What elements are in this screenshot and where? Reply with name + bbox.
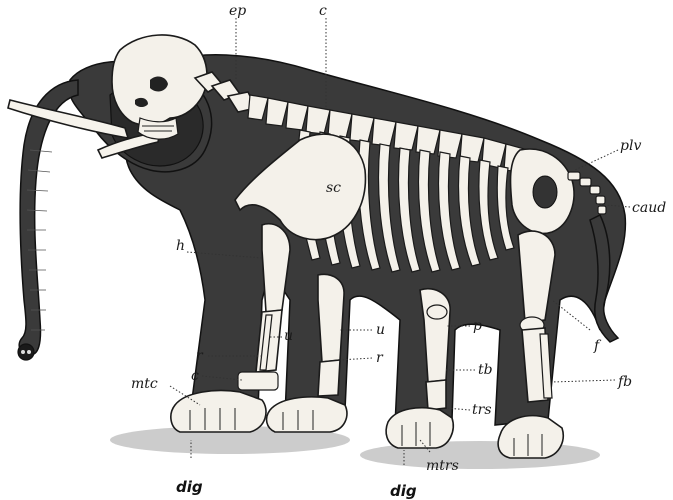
label-sc: sc — [326, 180, 341, 196]
label-trs: trs — [472, 402, 492, 418]
label-fb: fb — [617, 374, 632, 390]
label-caud: caud — [632, 200, 666, 216]
label-r-far: r — [376, 350, 384, 366]
label-u-far: u — [376, 322, 385, 338]
label-mtrs: mtrs — [426, 458, 459, 474]
label-mtc: mtc — [131, 376, 158, 392]
label-ep: ep — [229, 3, 246, 19]
label-f: f — [593, 338, 602, 354]
label-plv: plv — [620, 138, 641, 154]
label-c-cervical: c — [319, 3, 327, 19]
label-u-near: u — [284, 328, 293, 344]
label-h: h — [176, 238, 185, 254]
label-tb: tb — [478, 362, 493, 378]
label-c-carpus: c — [191, 368, 199, 384]
label-dig-front: dig — [176, 478, 203, 496]
label-p: p — [473, 318, 482, 334]
label-dig-hind: dig — [390, 482, 417, 500]
